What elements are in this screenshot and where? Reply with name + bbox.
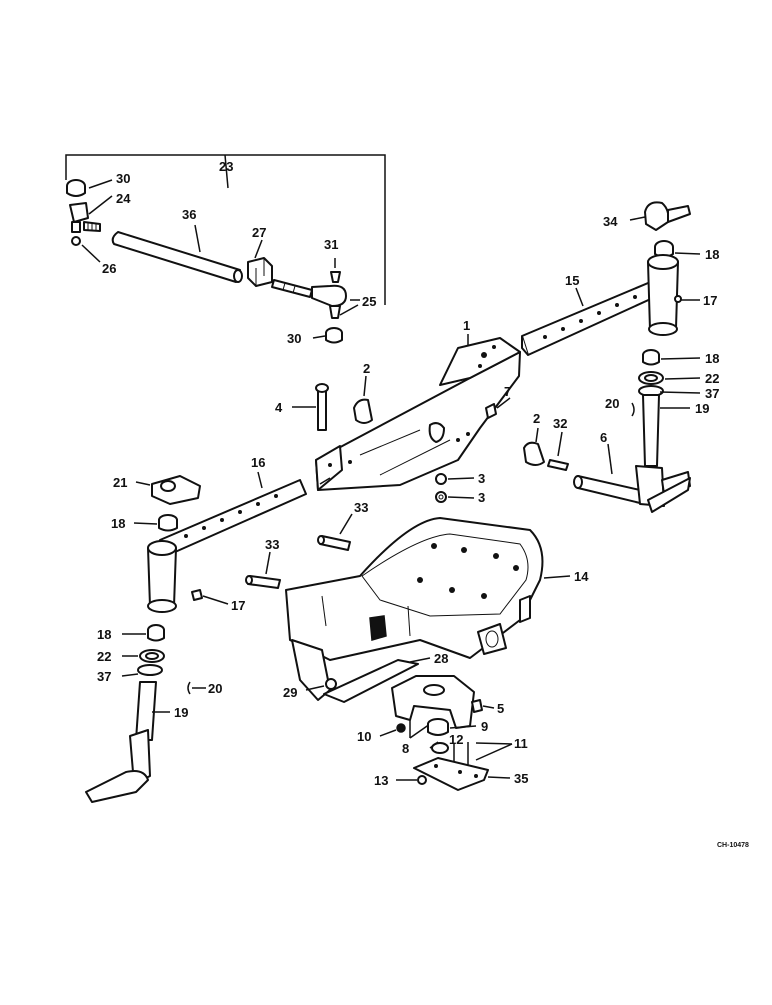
axle-center-beam [315, 334, 521, 491]
callout-19-left: 19 [174, 705, 188, 720]
callout-15: 15 [565, 273, 579, 288]
callout-2-upper: 2 [363, 361, 370, 376]
callout-18-right-mid: 18 [705, 351, 719, 366]
callout-37-right: 37 [705, 386, 719, 401]
front-bolster [285, 517, 571, 701]
callout-14: 14 [574, 569, 589, 584]
callout-19-right: 19 [695, 401, 709, 416]
callout-18-top-right: 18 [705, 247, 719, 262]
callout-2-lower: 2 [533, 411, 540, 426]
bottom-plate [413, 757, 511, 791]
callout-20-left: 20 [208, 681, 222, 696]
callout-20-right: 20 [605, 396, 619, 411]
callout-6: 6 [600, 430, 607, 445]
callout-labels: 30 24 23 26 36 27 31 25 30 34 18 15 17 1… [97, 159, 749, 849]
nut-ten [379, 723, 406, 737]
callout-35: 35 [514, 771, 528, 786]
callout-3-lower: 3 [478, 490, 485, 505]
grease-fitting [547, 431, 569, 471]
fitting-bolt [485, 397, 511, 419]
tie-rod-end-right [311, 258, 360, 344]
callout-10: 10 [357, 729, 371, 744]
spindle-right [573, 443, 691, 513]
steering-arm-left [135, 475, 201, 505]
callout-18-left: 18 [111, 516, 125, 531]
callout-31: 31 [324, 237, 338, 252]
axle-extension-left [147, 471, 307, 613]
callout-32: 32 [553, 416, 567, 431]
tie-rod-group-bracket [65, 154, 386, 305]
drawing-reference-code: CH-10478 [717, 842, 749, 849]
callout-34: 34 [603, 214, 618, 229]
callout-30-lower: 30 [287, 331, 301, 346]
washer [305, 678, 337, 691]
callout-1: 1 [463, 318, 470, 333]
bolt-left [191, 589, 229, 605]
callout-12: 12 [449, 732, 463, 747]
callout-28: 28 [434, 651, 448, 666]
callout-37-left: 37 [97, 669, 111, 684]
callout-33-lower: 33 [265, 537, 279, 552]
callout-22-left: 22 [97, 649, 111, 664]
callout-4: 4 [275, 400, 283, 415]
callout-33-upper: 33 [354, 500, 368, 515]
callout-36: 36 [182, 207, 196, 222]
callout-7: 7 [504, 384, 511, 399]
tie-rod-clamp [247, 239, 273, 287]
pivot-bushing-upper [353, 375, 373, 424]
axle-extension-right [521, 254, 700, 356]
callout-16: 16 [251, 455, 265, 470]
left-kingpin-stack [85, 624, 206, 803]
callout-18-left-lower: 18 [97, 627, 111, 642]
callout-22-right: 22 [705, 371, 719, 386]
callout-27: 27 [252, 225, 266, 240]
steering-arm-top [629, 201, 691, 231]
callout-17-left: 17 [231, 598, 245, 613]
bracket [391, 675, 475, 739]
tie-rod-thread [271, 279, 313, 298]
pivot-pin [292, 383, 329, 431]
wedge-plate [323, 657, 431, 703]
callout-3-upper: 3 [478, 471, 485, 486]
bolt-five [471, 699, 495, 713]
callout-30: 30 [116, 171, 130, 186]
cushion [427, 718, 477, 736]
callout-29: 29 [283, 685, 297, 700]
tie-rod-tube [111, 224, 243, 283]
pins [245, 513, 353, 589]
callout-21: 21 [113, 475, 127, 490]
nuts [435, 473, 475, 503]
bushing-upper-left [133, 514, 178, 532]
callout-9: 9 [481, 719, 488, 734]
callout-25: 25 [362, 294, 376, 309]
callout-8: 8 [402, 741, 409, 756]
callout-24: 24 [116, 191, 131, 206]
nut-thirteen [396, 775, 427, 785]
pivot-bushing-lower [523, 427, 545, 466]
callout-13: 13 [374, 773, 388, 788]
callout-26: 26 [102, 261, 116, 276]
callout-17-right: 17 [703, 293, 717, 308]
callout-23: 23 [219, 159, 233, 174]
right-kingpin-stack [631, 349, 701, 467]
tie-rod-end-left [66, 179, 113, 263]
callout-5: 5 [497, 701, 504, 716]
callout-11: 11 [514, 736, 528, 751]
